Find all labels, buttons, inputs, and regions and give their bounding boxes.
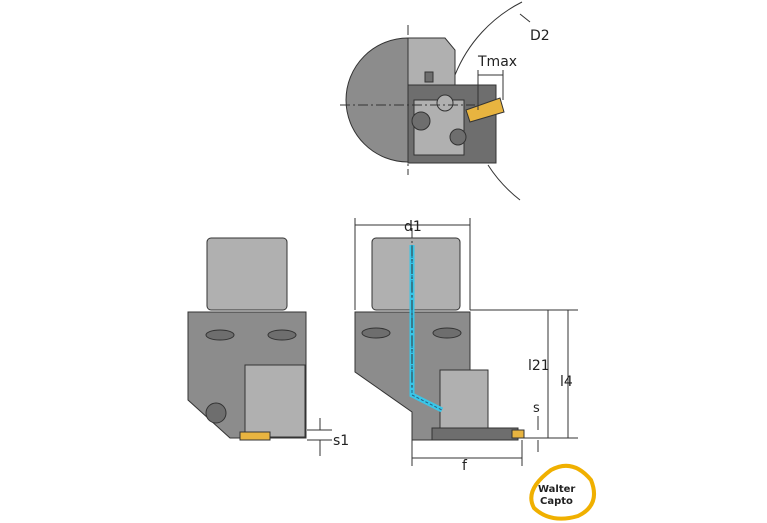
d2-leader bbox=[519, 13, 531, 23]
shank-top-face bbox=[407, 37, 456, 86]
left-side-view bbox=[187, 237, 332, 456]
top-view bbox=[340, 1, 531, 201]
left-screw bbox=[205, 402, 227, 424]
label-l21: l21 bbox=[528, 358, 550, 374]
right-side-view bbox=[354, 218, 578, 466]
label-d2: D2 bbox=[530, 28, 550, 44]
d2-arc-lower bbox=[487, 164, 521, 201]
right-pocket bbox=[439, 369, 489, 431]
right-blade-holder bbox=[431, 427, 519, 441]
label-s: s bbox=[533, 401, 540, 416]
walter-capto-logo: Walter Capto bbox=[529, 463, 596, 521]
right-slot-1 bbox=[361, 327, 391, 339]
left-slot-1 bbox=[205, 329, 235, 341]
right-shank bbox=[371, 237, 461, 311]
label-f: f bbox=[462, 458, 468, 474]
screw-right bbox=[449, 128, 467, 146]
left-pocket bbox=[244, 364, 306, 438]
insert-top bbox=[465, 97, 505, 123]
right-slot-2 bbox=[432, 327, 462, 339]
pin bbox=[424, 71, 434, 83]
shank-circle bbox=[345, 37, 409, 163]
label-d1: d1 bbox=[404, 219, 422, 235]
label-l4: l4 bbox=[560, 374, 573, 390]
left-slot-2 bbox=[267, 329, 297, 341]
logo-line2: Capto bbox=[540, 496, 573, 507]
screw-left bbox=[411, 111, 431, 131]
left-insert bbox=[239, 431, 271, 441]
label-tmax: Tmax bbox=[477, 54, 517, 70]
clamp-screw bbox=[436, 94, 454, 112]
d2-arc-upper bbox=[454, 1, 523, 76]
logo-line1: Walter bbox=[538, 484, 575, 495]
logo-ring bbox=[529, 463, 596, 521]
label-s1: s1 bbox=[333, 433, 349, 449]
left-shank bbox=[206, 237, 288, 311]
right-insert bbox=[511, 429, 525, 439]
